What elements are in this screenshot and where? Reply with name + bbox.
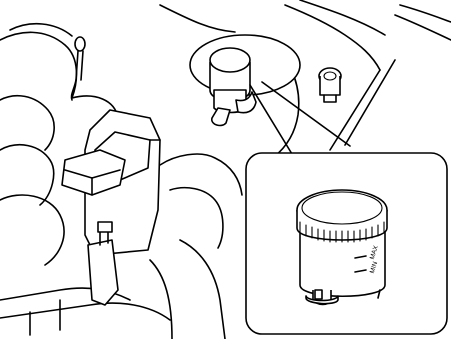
dipstick [71,37,85,100]
mounting-bolt [319,68,341,102]
detail-callout-box: MAX MIN [246,153,447,334]
washer-reservoir [62,110,160,305]
reservoir-closeup: MAX MIN [297,190,387,305]
brake-fluid-reservoir [190,35,300,125]
